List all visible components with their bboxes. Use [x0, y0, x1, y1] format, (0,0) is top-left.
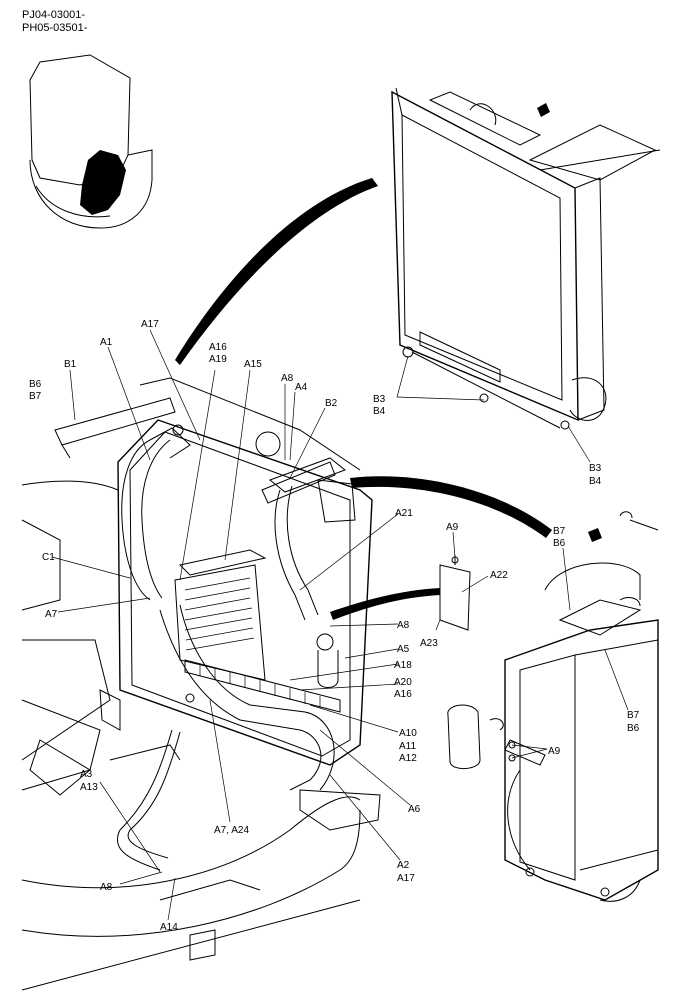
label-A3: A3 — [80, 769, 93, 780]
label-C1: C1 — [42, 552, 55, 563]
label-A13: A13 — [80, 782, 98, 793]
label-B1: B1 — [64, 359, 77, 370]
label-B7: B7 — [627, 710, 640, 721]
label-B4: B4 — [373, 406, 386, 417]
label-B6: B6 — [553, 538, 566, 549]
direction-arrow-icon — [588, 528, 602, 542]
direction-arrow-icon — [537, 103, 550, 117]
label-A19: A19 — [209, 354, 227, 365]
label-A7-A24: A7, A24 — [214, 825, 249, 836]
label-B7: B7 — [29, 391, 42, 402]
detail-pointer-top — [175, 178, 378, 365]
label-A17: A17 — [141, 319, 159, 330]
label-A2: A2 — [397, 860, 410, 871]
hoses — [117, 427, 335, 871]
label-A10: A10 — [399, 728, 417, 739]
label-B7: B7 — [553, 526, 566, 537]
label-A12: A12 — [399, 753, 417, 764]
machine-locator-icon — [29, 54, 153, 229]
label-A11: A11 — [399, 741, 416, 752]
radiator-top-view — [391, 87, 661, 430]
label-A18: A18 — [394, 660, 412, 671]
label-A4: A4 — [295, 382, 308, 393]
label-A16: A16 — [394, 689, 412, 700]
label-B4: B4 — [589, 476, 602, 487]
label-A8: A8 — [397, 620, 410, 631]
label-A9: A9 — [548, 746, 561, 757]
label-A22: A22 — [490, 570, 508, 581]
label-A16: A16 — [209, 342, 227, 353]
detail-pointer-tank — [330, 588, 440, 620]
callout-labels: A1 A17 A16 A19 A15 A8 A4 B1 B6 B7 B2 B3 … — [29, 319, 640, 933]
radiator-side-view — [447, 511, 659, 902]
detail-pointer-right — [350, 476, 552, 538]
label-A15: A15 — [244, 359, 262, 370]
label-B3: B3 — [373, 394, 386, 405]
label-A9: A9 — [446, 522, 459, 533]
serial-range-1: PJ04-03001- — [22, 9, 85, 21]
label-A7: A7 — [45, 609, 58, 620]
label-A14: A14 — [160, 922, 178, 933]
leader-lines — [51, 329, 629, 921]
label-B6: B6 — [627, 723, 640, 734]
label-A1: A1 — [100, 337, 113, 348]
brackets — [54, 397, 471, 631]
label-A5: A5 — [397, 644, 410, 655]
label-A8: A8 — [100, 882, 113, 893]
machine-frame — [21, 480, 381, 991]
label-B6: B6 — [29, 379, 42, 390]
label-A6: A6 — [408, 804, 421, 815]
radiator-assembly — [117, 377, 373, 766]
label-A23: A23 — [420, 638, 438, 649]
label-A8: A8 — [281, 373, 294, 384]
label-A17: A17 — [397, 873, 415, 884]
label-B3: B3 — [589, 463, 602, 474]
label-A20: A20 — [394, 677, 412, 688]
label-B2: B2 — [325, 398, 338, 409]
serial-range-2: PH05-03501- — [22, 22, 88, 34]
label-A21: A21 — [395, 508, 413, 519]
